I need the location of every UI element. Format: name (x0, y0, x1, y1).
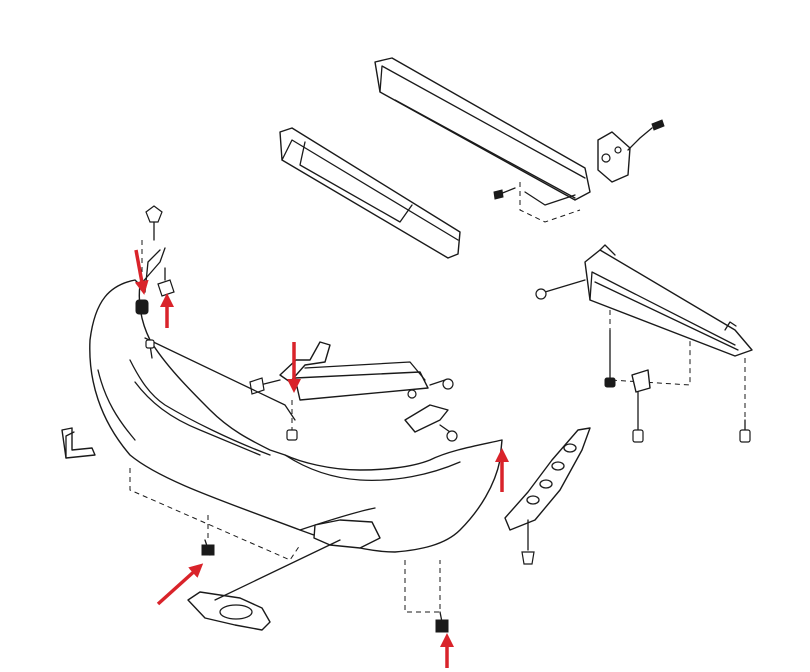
grille-support (201, 404, 458, 633)
arrow-lower-left-clip (156, 563, 204, 606)
arrow-group (134, 249, 509, 668)
radiator-grille (535, 244, 753, 443)
fog-lamp-bezel (187, 539, 341, 631)
arrow-upper-left-clip (134, 249, 149, 295)
upper-left-fasteners (145, 205, 175, 297)
upper-support-bracket (249, 341, 454, 401)
energy-absorber (279, 127, 461, 259)
side-garnish-panel (504, 427, 591, 565)
side-bracket (61, 427, 96, 459)
bumper-reinforcement (374, 57, 665, 223)
front-bumper-cover (89, 240, 503, 613)
